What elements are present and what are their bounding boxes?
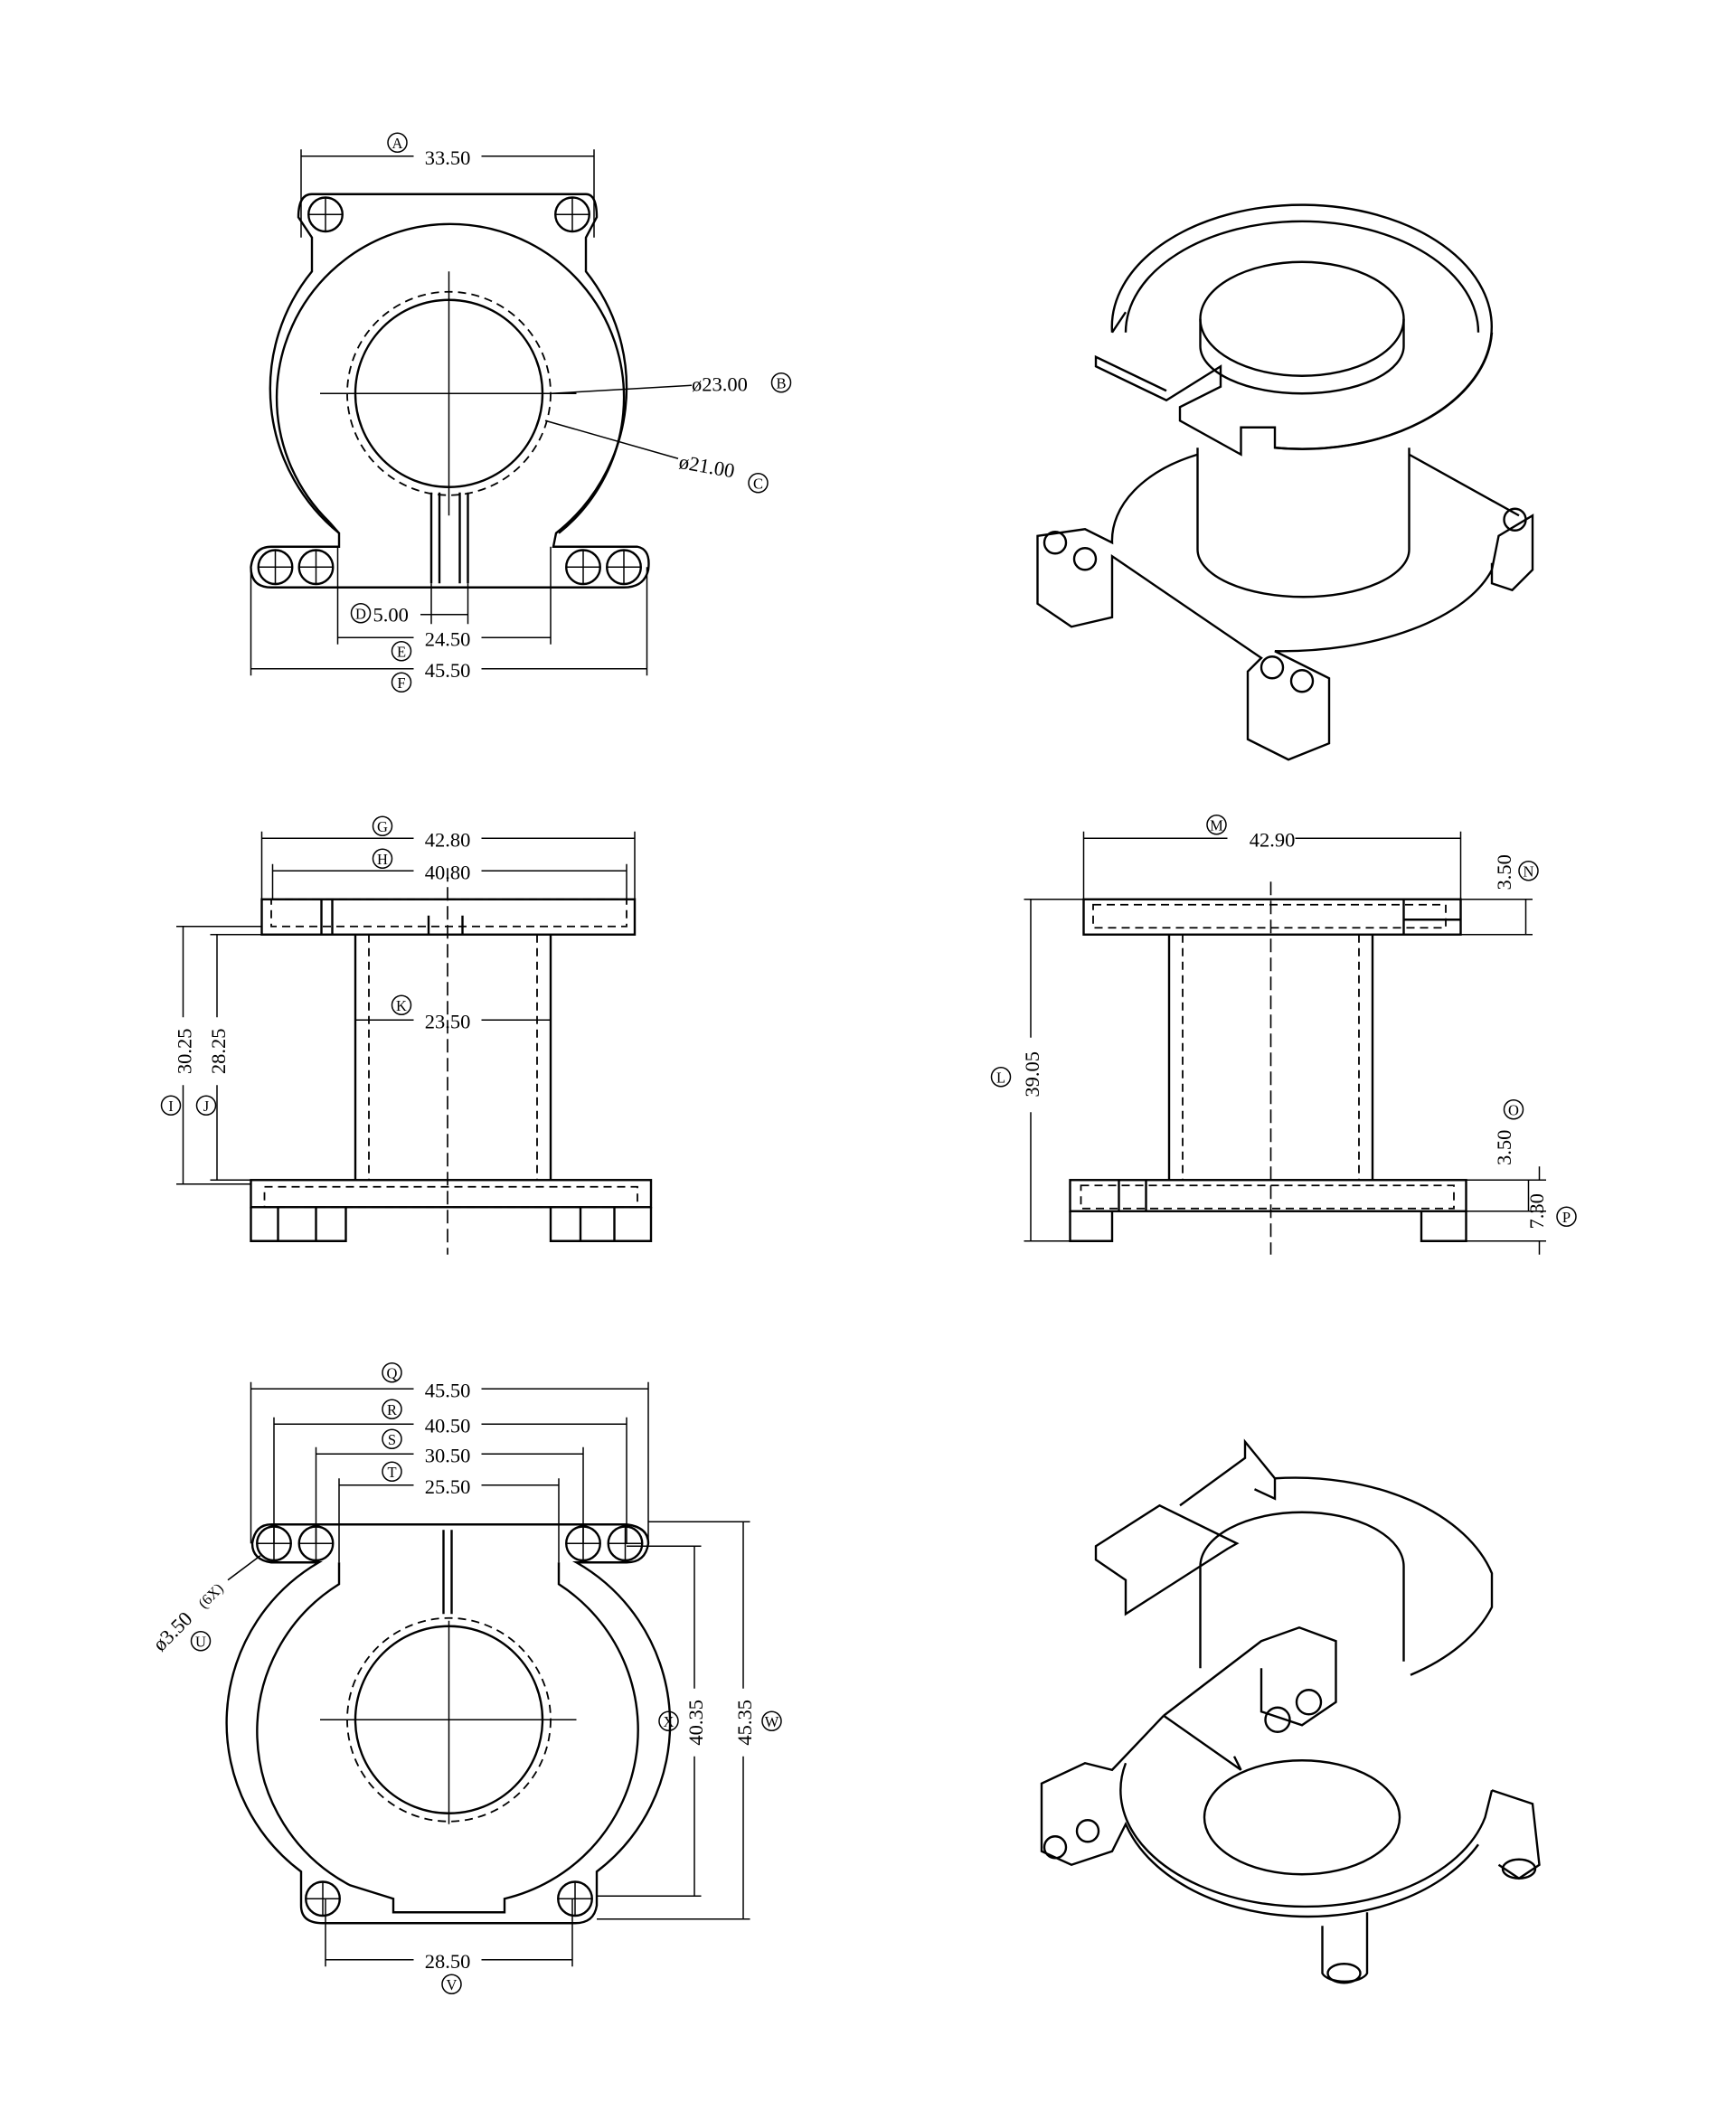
dim-u: ø3.50 [148,1607,196,1655]
dim-k: 23.50 [425,1010,471,1032]
label-r: R [387,1401,397,1418]
dim-d: 5.00 [373,603,409,626]
label-g: G [377,818,388,835]
label-m: M [1210,816,1223,834]
label-p: P [1562,1209,1571,1226]
label-s: S [388,1431,396,1448]
side-view: M 42.90 3.50 N 39.05 L 3.50 O 7.30 P [990,815,1577,1255]
dim-h: 40.80 [425,861,471,883]
dim-o: 3.50 [1493,1130,1515,1165]
dim-i: 30.25 [174,1028,196,1074]
dim-x: 40.35 [684,1700,707,1746]
label-j: J [203,1098,210,1115]
dim-a: 33.50 [425,146,471,169]
label-w: W [765,1713,779,1730]
label-o: O [1508,1101,1519,1118]
dim-e: 24.50 [425,627,471,650]
label-q: Q [387,1364,398,1381]
bottom-view: Q 45.50 R 40.50 S 30.50 T 25.50 ø3.50 (6… [148,1362,782,1994]
isometric-view-bottom [1040,1438,1541,1984]
dim-j: 28.25 [207,1028,230,1074]
dim-l: 39.05 [1021,1051,1043,1098]
label-n: N [1524,862,1534,880]
label-e: E [397,643,406,660]
label-a: A [392,135,403,152]
label-h: H [377,851,388,868]
dim-p: 7.30 [1525,1193,1548,1229]
dim-q: 45.50 [425,1379,471,1401]
dim-u-count: (6X) [194,1579,226,1611]
label-f: F [397,674,405,692]
label-k: K [396,997,407,1014]
label-i: I [168,1098,174,1115]
dim-n: 3.50 [1493,854,1515,890]
dim-w: 45.35 [733,1700,756,1746]
dim-s: 30.50 [425,1444,471,1466]
dim-t: 25.50 [425,1475,471,1498]
label-t: T [387,1464,396,1481]
dim-f: 45.50 [425,659,471,682]
label-l: L [996,1069,1005,1086]
top-view: A 33.50 ø23.00 B ø21.00 C D 5.00 E 24.50… [250,132,792,693]
dim-m: 42.90 [1250,828,1296,851]
front-view: G 42.80 H 40.80 K 23.50 30.25 I 28.25 J [160,815,653,1255]
dim-b: ø23.00 [692,372,748,395]
label-c: C [753,475,763,492]
dim-g: 42.80 [425,828,471,851]
label-x: X [664,1713,675,1730]
isometric-view-top [1036,203,1534,761]
label-u: U [195,1633,206,1650]
label-d: D [355,605,366,622]
dim-r: 40.50 [425,1414,471,1437]
label-b: B [776,374,786,391]
label-v: V [447,1976,458,1993]
dim-c: ø21.00 [677,450,736,482]
dim-v: 28.50 [425,1950,471,1973]
